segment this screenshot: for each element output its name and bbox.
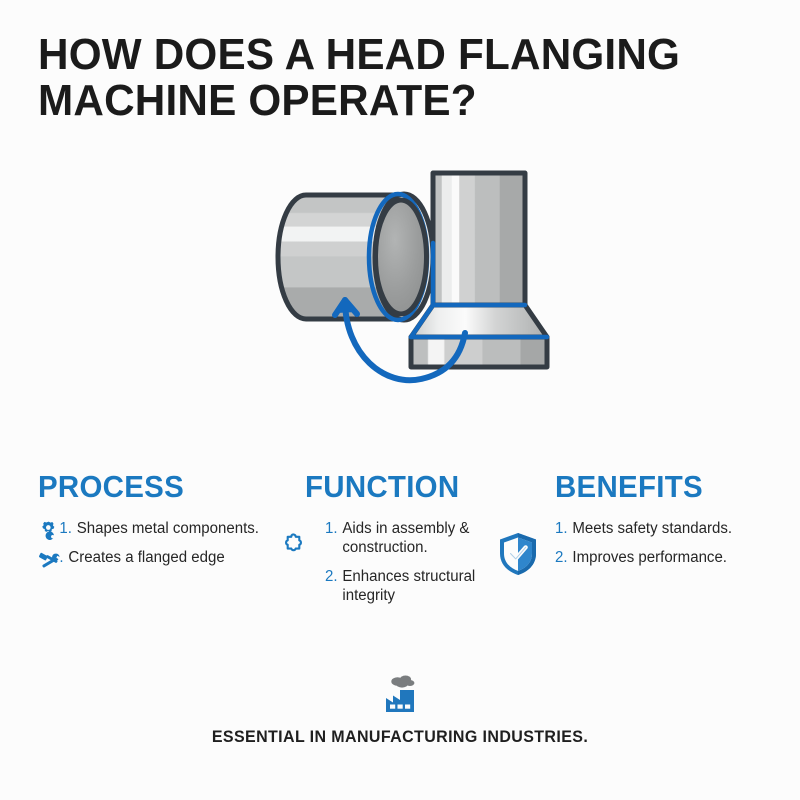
list-item-text: Improves performance. — [572, 549, 727, 566]
list-item-number: 1. — [325, 520, 338, 537]
page-title-line-1: HOW DOES A HEAD FLANGING — [38, 30, 681, 79]
list-item-text: Creates a flanged edge — [68, 549, 225, 566]
column-heading-benefits: BENEFITS — [555, 469, 703, 504]
column-benefits: BENEFITS 1. Meets safety standards. — [500, 469, 785, 577]
process-item-list: 1. Shapes metal components. — [38, 519, 288, 568]
list-item-text: Enhances structural integrity — [342, 568, 476, 604]
flanged-head-part — [408, 170, 550, 370]
crossed-tools-icon — [38, 550, 61, 572]
gear-icon — [38, 520, 59, 542]
list-item-text: Meets safety standards. — [572, 520, 733, 537]
list-item-number: 1. — [555, 520, 568, 537]
content-columns: PROCESS 1. Shapes metal components. — [0, 470, 800, 650]
list-item-number: . — [59, 549, 64, 566]
list-item-text: Shapes metal components. — [76, 520, 259, 537]
function-item-list: 1. Aids in assembly & construction. 2. E… — [285, 519, 505, 605]
column-function: FUNCTION 1. Aids in assembly & construct… — [285, 469, 505, 615]
column-process: PROCESS 1. Shapes metal components. — [38, 470, 288, 577]
curved-rotation-arrow — [332, 297, 468, 384]
list-item: . Creates a flanged edge — [38, 548, 281, 568]
footer-text: ESSENTIAL IN MANUFACTURING INDUSTRIES. — [211, 728, 589, 746]
cylinder-rim — [366, 191, 436, 323]
page-title-line-2: MACHINE OPERATE? — [38, 76, 477, 125]
list-item: 1. Aids in assembly & construction. — [325, 519, 500, 557]
footer: ESSENTIAL IN MANUFACTURING INDUSTRIES. — [0, 672, 800, 747]
benefits-item-list: 1. Meets safety standards. 2. Improves p… — [500, 519, 785, 575]
column-heading-process: PROCESS — [38, 469, 185, 504]
list-item-number: 1. — [59, 520, 72, 537]
list-item-number: 2. — [555, 549, 568, 566]
list-item-number: 2. — [325, 568, 338, 585]
list-item: 2. Enhances structural integrity — [325, 567, 500, 605]
factory-icon — [377, 672, 423, 718]
list-item: 2. Improves performance. — [555, 548, 778, 567]
list-item-text: Aids in assembly & construction. — [342, 520, 470, 556]
page-title: HOW DOES A HEAD FLANGING MACHINE OPERATE… — [38, 32, 738, 124]
column-heading-function: FUNCTION — [305, 469, 460, 504]
head-flanging-diagram — [225, 165, 585, 430]
list-item: 1. Meets safety standards. — [555, 519, 778, 538]
shield-check-icon — [497, 531, 539, 577]
puzzle-piece-icon — [283, 533, 305, 557]
list-item: 1. Shapes metal components. — [38, 519, 281, 541]
